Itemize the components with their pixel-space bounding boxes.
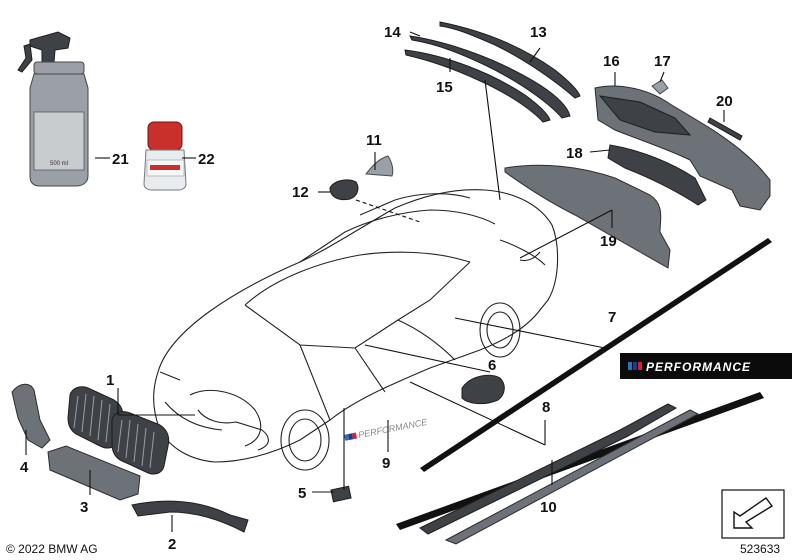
side-skirt-parts (419, 403, 700, 545)
rear-diffuser-part (594, 85, 771, 211)
callout-10: 10 (540, 499, 557, 516)
callout-1: 1 (106, 372, 114, 389)
callout-15: 15 (436, 79, 453, 96)
callout-4: 4 (20, 459, 29, 476)
callout-numbers: 1 2 3 4 5 6 7 8 9 10 11 12 13 14 15 16 1… (20, 24, 733, 553)
callout-19: 19 (600, 233, 617, 250)
callout-16: 16 (603, 53, 620, 70)
callout-8: 8 (542, 399, 550, 416)
arrow-down-left-icon (733, 497, 774, 529)
performance-badge: PERFORMANCE (620, 353, 792, 379)
callout-18: 18 (566, 145, 583, 162)
performance-badge-text: PERFORMANCE (646, 360, 751, 374)
diagram-number: 523633 (740, 542, 780, 556)
fender-badge-part (330, 485, 352, 503)
callout-2: 2 (168, 536, 176, 553)
small-clip-part (651, 79, 669, 95)
shark-fin-antenna-part (365, 155, 394, 177)
front-lip-part (131, 500, 249, 533)
callout-7: 7 (608, 309, 616, 326)
callout-3: 3 (80, 499, 88, 516)
nav-arrow-box (721, 489, 785, 539)
mirror-cap-part (461, 374, 505, 405)
diffuser-fins-part (607, 144, 707, 206)
leader-lines (25, 31, 725, 532)
spray-bottle-part: 500 ml (17, 31, 89, 187)
callout-12: 12 (292, 184, 309, 201)
mirror-cap-small-part (329, 179, 359, 201)
bottle-label-text: 500 ml (50, 161, 68, 167)
callout-14: 14 (384, 24, 401, 41)
car-outline (153, 189, 559, 471)
small-jar-part (143, 121, 187, 191)
intake-trim-part (11, 383, 51, 449)
kidney-grille-part (67, 386, 170, 475)
callout-6: 6 (488, 357, 496, 374)
callout-17: 17 (654, 53, 671, 70)
callout-11: 11 (366, 132, 382, 149)
performance-decal: PERFORMANCE (344, 417, 429, 441)
callout-5: 5 (298, 485, 306, 502)
front-splitter-part (47, 445, 141, 501)
underbody-panel-part (504, 164, 671, 269)
performance-decal-text: PERFORMANCE (357, 417, 429, 440)
callout-13: 13 (530, 24, 547, 41)
callout-20: 20 (716, 93, 733, 110)
callout-22: 22 (198, 151, 215, 168)
callout-9: 9 (382, 455, 390, 472)
callout-21: 21 (112, 151, 129, 168)
copyright-text: © 2022 BMW AG (6, 542, 98, 556)
side-stripe-decal-part (396, 238, 772, 530)
rear-spoilers-part (404, 21, 581, 123)
trim-strip-part (707, 117, 743, 141)
